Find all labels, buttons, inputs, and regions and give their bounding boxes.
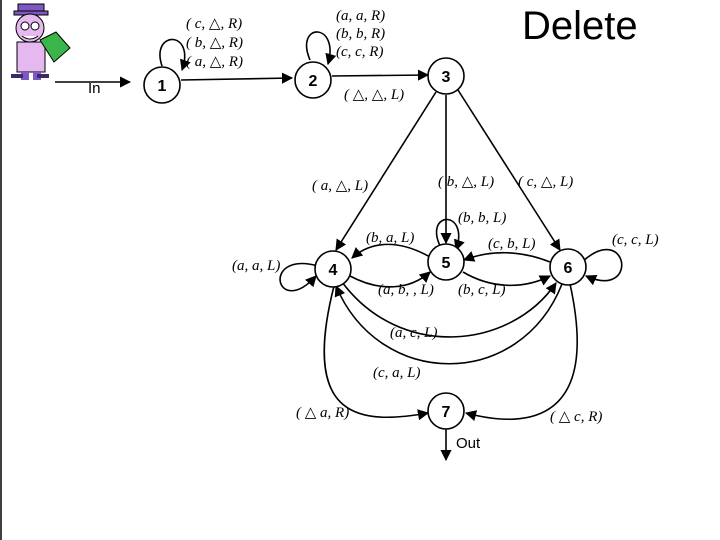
edge-3-6 (457, 89, 561, 251)
label-edge-5-6: (b, c, L) (458, 282, 506, 298)
label-edge-3-6: ( c, △, L) (518, 174, 573, 190)
edge-5-6 (462, 271, 552, 287)
label-loop-2-b: (b, b, R) (336, 26, 385, 42)
label-loop-5: (b, b, L) (458, 210, 506, 226)
label-loop-2-a: (a, a, R) (336, 8, 385, 24)
label-edge-2-3: ( △, △, L) (344, 87, 404, 103)
label-loop-1-c: ( c, △, R) (186, 16, 242, 32)
state-4: 4 (314, 250, 352, 288)
label-edge-4-6: (a, c, L) (390, 325, 438, 341)
edge-6-4 (334, 283, 563, 365)
label-edge-3-4: ( a, △, L) (312, 178, 368, 194)
edge-3-4 (335, 91, 437, 251)
label-loop-2-c: (c, c, R) (336, 44, 383, 60)
edge-4-7 (323, 285, 430, 421)
label-loop-1-b: ( b, △, R) (186, 35, 243, 51)
state-7-label: 7 (442, 404, 451, 421)
edge-5-4 (351, 243, 431, 259)
edge-6-5 (462, 251, 551, 263)
edge-1-2 (180, 72, 294, 84)
label-edge-3-5: ( b, △, L) (438, 174, 494, 190)
edge-4-5 (349, 271, 431, 288)
professor-mascot-icon (11, 3, 71, 80)
edge-6-7 (464, 283, 578, 421)
state-1-label: 1 (158, 78, 167, 95)
state-6: 6 (549, 248, 587, 286)
loop-state-4 (279, 263, 319, 292)
state-5-label: 5 (442, 255, 451, 272)
state-1: 1 (143, 66, 181, 104)
label-edge-4-7: ( △ a, R) (296, 405, 349, 421)
diagram-title: Delete (522, 4, 638, 48)
state-3: 3 (427, 57, 465, 95)
loop-state-5 (435, 218, 465, 252)
label-loop-1-a: ( a, △, R) (186, 54, 243, 70)
start-label: In (88, 80, 101, 97)
state-5: 5 (427, 243, 465, 281)
state-6-label: 6 (564, 260, 573, 277)
state-3-label: 3 (442, 69, 451, 86)
edge-2-3 (331, 69, 430, 81)
label-edge-4-5: (a, b, , L) (378, 282, 434, 298)
state-2-label: 2 (309, 73, 318, 90)
loop-state-1 (159, 38, 191, 72)
label-edge-6-4: (c, a, L) (373, 365, 421, 381)
accept-label: Out (456, 435, 481, 452)
label-loop-4: (a, a, L) (232, 258, 280, 274)
label-edge-6-7: ( △ c, R) (550, 409, 602, 425)
state-4-label: 4 (329, 262, 338, 279)
edge-4-6 (341, 281, 557, 338)
state-7: 7 (427, 392, 465, 430)
loop-state-2 (305, 31, 337, 66)
state-2: 2 (294, 61, 332, 99)
label-edge-5-4: (b, a, L) (366, 230, 414, 246)
label-loop-6: (c, c, L) (612, 232, 659, 248)
label-edge-6-5: (c, b, L) (488, 236, 536, 252)
loop-state-6 (581, 248, 623, 286)
